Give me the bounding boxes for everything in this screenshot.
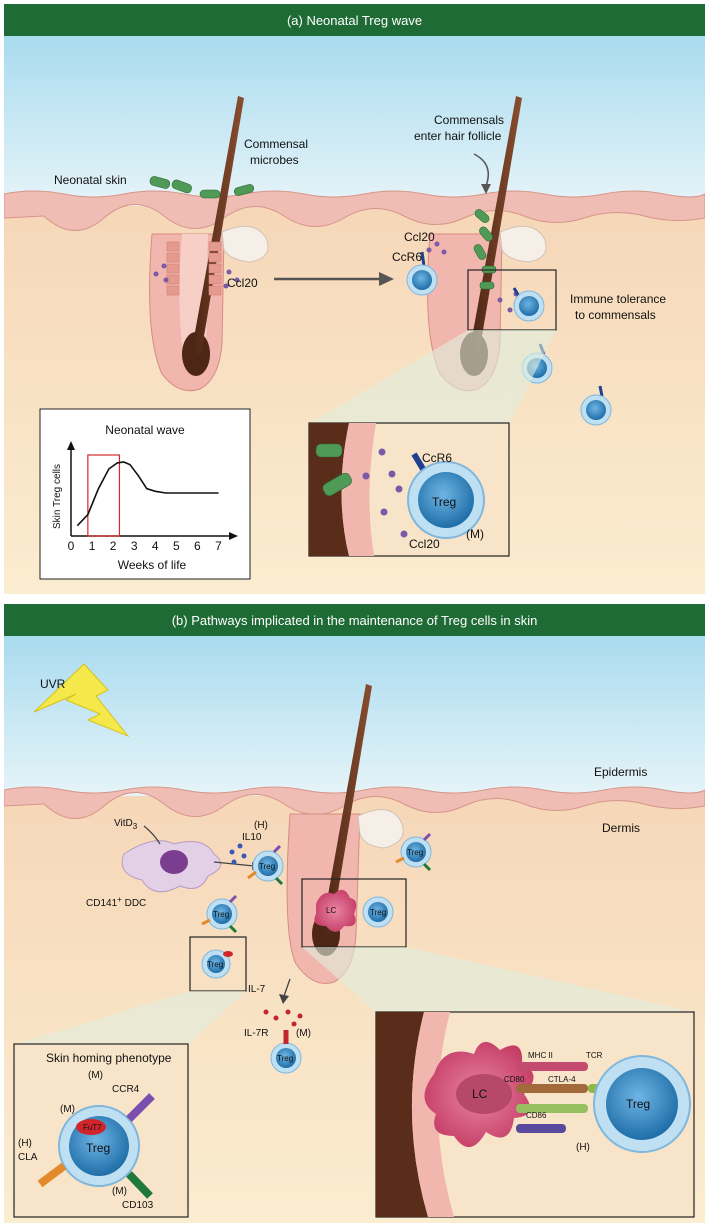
treg-il10-label: Treg [259, 862, 275, 871]
chart-title: Neonatal wave [105, 423, 185, 437]
panel-a-header: (a) Neonatal Treg wave [4, 4, 705, 36]
ctla4-label: CTLA-4 [548, 1075, 576, 1084]
panel-b-scene [4, 636, 705, 1223]
epidermis-label: Epidermis [594, 765, 647, 779]
commensal-label: Commensal [244, 137, 308, 151]
cla-species-label: (H) [18, 1138, 32, 1149]
ccl20-left-label: Ccl20 [227, 276, 258, 290]
il10-species-label: (H) [254, 820, 268, 831]
x-tick-label: 0 [68, 539, 75, 553]
commensals-enter-label: Commensals [434, 113, 504, 127]
panel-a-scene [4, 36, 705, 594]
x-tick-label: 1 [89, 539, 96, 553]
x-tick-label: 7 [215, 539, 222, 553]
mhc-label: MHC II [528, 1051, 553, 1060]
ddc-label: CD141+ DDC [86, 895, 146, 909]
treg-il7-label: Treg [277, 1054, 293, 1063]
treg-in-box-label: Treg [370, 908, 386, 917]
lc-zoom-treg-label: Treg [626, 1097, 650, 1111]
cd80-label: CD80 [504, 1075, 525, 1084]
zoom-ccr6-label: CcR6 [422, 451, 452, 465]
treg-dermis-label: Treg [407, 848, 423, 857]
zoom-species-label: (M) [466, 527, 484, 541]
cd86-label: CD86 [526, 1111, 547, 1120]
neonatal-wave-chart: Neonatal wave Skin Treg cells Weeks of l… [39, 408, 251, 580]
uvr-label: UVR [40, 677, 66, 691]
y-axis-label: Skin Treg cells [52, 464, 63, 529]
il10-label: IL10 [242, 832, 262, 843]
il7r-label: IL-7R [244, 1028, 268, 1039]
treg-small-box-label: Treg [207, 960, 223, 969]
lc-zoom-label: LC [472, 1087, 488, 1101]
treg-middle-label: Treg [213, 910, 229, 919]
x-tick-label: 4 [152, 539, 159, 553]
lc-small-label: LC [326, 906, 336, 915]
panel-a-labels: Neonatal skin Commensal microbes Ccl20 C… [54, 113, 666, 551]
cd103-label: CD103 [122, 1200, 154, 1211]
ccr4-label: CCR4 [112, 1084, 140, 1095]
zoom-ccl20-label: Ccl20 [409, 537, 440, 551]
highlight-window [87, 454, 121, 537]
immune-tolerance-label: Immune tolerance [570, 292, 666, 306]
ccr4-species-label: (M) [88, 1070, 103, 1081]
cla-label: CLA [18, 1152, 38, 1163]
x-tick-label: 5 [173, 539, 180, 553]
series-line [76, 461, 219, 527]
skin-homing-title: Skin homing phenotype [46, 1051, 172, 1065]
to-commensals-label: to commensals [575, 308, 656, 322]
neonatal-skin-label: Neonatal skin [54, 173, 127, 187]
panel-b-labels: UVR Epidermis Dermis VitD3 IL10 (H) CD14… [18, 677, 650, 1211]
lc-zoom-species-label: (H) [576, 1142, 590, 1153]
cd103-species-label: (M) [112, 1186, 127, 1197]
il7-species-label: (M) [296, 1028, 311, 1039]
fut7-label: FuT7 [83, 1123, 102, 1132]
panel-b: (b) Pathways implicated in the maintenan… [4, 604, 705, 1223]
vitd-label: VitD3 [114, 818, 138, 831]
panel-b-header: (b) Pathways implicated in the maintenan… [4, 604, 705, 636]
enter-hair-follicle-label: enter hair follicle [414, 129, 502, 143]
homing-treg-label: Treg [86, 1141, 110, 1155]
dermis-label: Dermis [602, 821, 640, 835]
x-axis-label: Weeks of life [118, 558, 187, 572]
x-tick-label: 2 [110, 539, 117, 553]
fut7-species-label: (M) [60, 1104, 75, 1115]
x-tick-label: 6 [194, 539, 201, 553]
x-tick-label: 3 [131, 539, 138, 553]
il7-label: IL-7 [248, 984, 266, 995]
microbes-label: microbes [250, 153, 299, 167]
ccr6-right-label: CcR6 [392, 250, 422, 264]
panel-a: (a) Neonatal Treg wave Neonatal skin Com… [4, 4, 705, 594]
tcr-label: TCR [586, 1051, 603, 1060]
ccl20-right-label: Ccl20 [404, 230, 435, 244]
zoom-treg-label: Treg [432, 495, 456, 509]
